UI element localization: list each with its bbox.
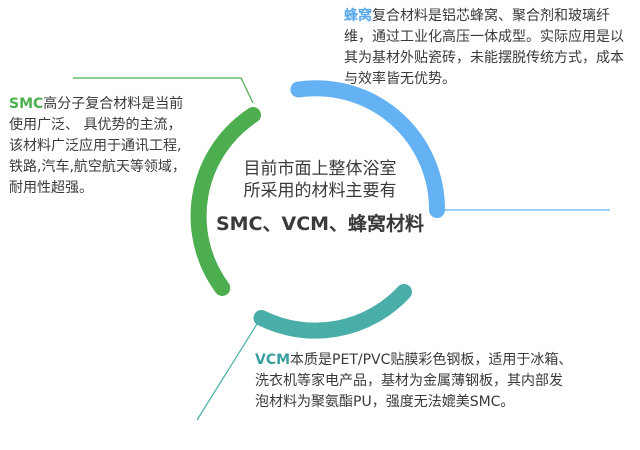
fengwo-keyword: 蜂窝: [344, 8, 372, 24]
fengwo-arc: [290, 80, 446, 218]
vcm-connector: [196, 315, 263, 421]
fengwo-description: 蜂窝复合材料是铝芯蜂窝、聚合剂和玻璃纤维，通过工业化高压一体成型。实际应用是以其…: [344, 6, 634, 90]
center-title-line1: 目前市面上整体浴室: [243, 159, 397, 179]
vcm-arc: [253, 284, 412, 339]
fengwo-text: 复合材料是铝芯蜂窝、聚合剂和玻璃纤维，通过工业化高压一体成型。实际应用是以其为基…: [344, 8, 624, 87]
vcm-description: VCM本质是PET/PVC贴膜彩色钢板，适用于冰箱、洗衣机等家电产品，基材为金属…: [255, 350, 575, 413]
smc-description: SMC高分子复合材料是当前使用广泛、 具优势的主流，该材料广泛应用于通讯工程,铁…: [9, 94, 189, 199]
smc-keyword: SMC: [9, 96, 44, 112]
smc-text: 高分子复合材料是当前使用广泛、 具优势的主流，该材料广泛应用于通讯工程,铁路,汽…: [9, 96, 186, 196]
vcm-text: 本质是PET/PVC贴膜彩色钢板，适用于冰箱、洗衣机等家电产品，基材为金属薄钢板…: [255, 352, 573, 410]
smc-arc: [190, 107, 261, 296]
smc-connector: [73, 77, 254, 104]
center-title-line2: 所采用的材料主要有: [243, 181, 397, 201]
vcm-keyword: VCM: [255, 352, 291, 368]
center-materials: SMC、VCM、蜂窝材料: [215, 213, 425, 235]
